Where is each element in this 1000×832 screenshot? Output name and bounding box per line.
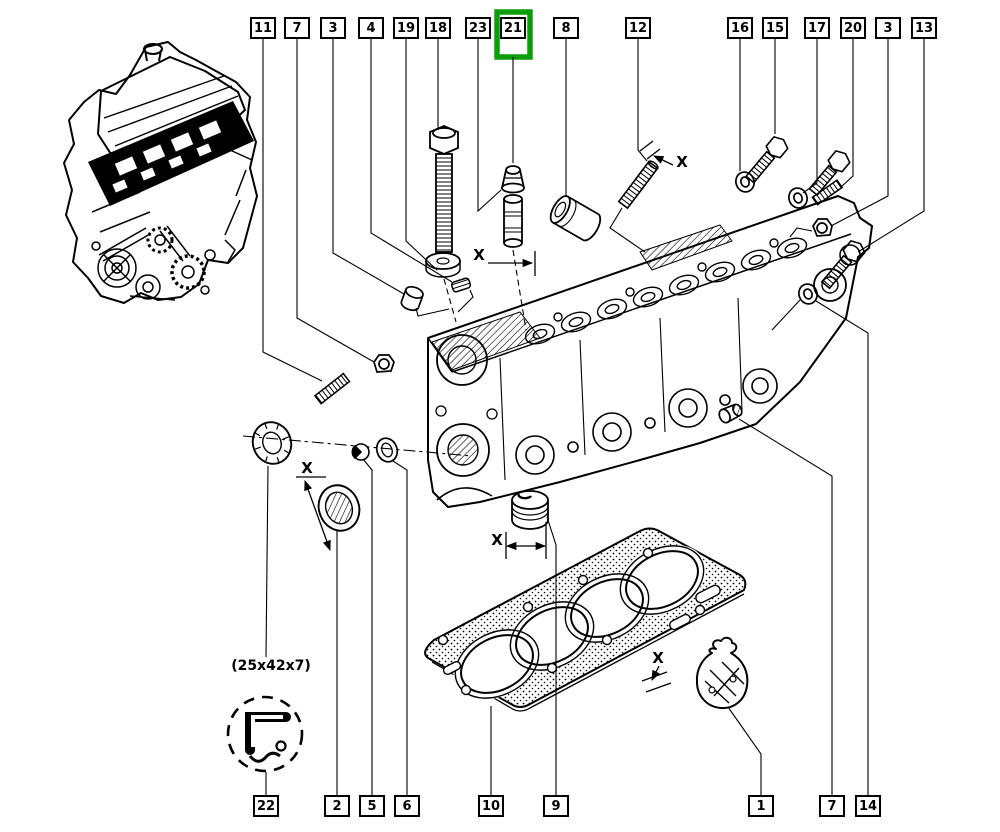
- callout-14[interactable]: 14: [855, 795, 881, 817]
- seal-size-label: (25x42x7): [231, 658, 311, 674]
- dimension-graphics: [296, 140, 674, 693]
- bolt-part-15a: [745, 135, 789, 184]
- oil-seal-ring-part-22: [251, 421, 293, 465]
- callout-10[interactable]: 10: [478, 795, 504, 817]
- dimension-x-label-2: X: [676, 153, 688, 171]
- washer-14-locator-line: [771, 299, 801, 331]
- engine-overview-illustration: [63, 41, 258, 304]
- callout-23[interactable]: 23: [465, 17, 491, 39]
- cup-plug-part-2: [317, 484, 361, 532]
- head-gasket-part-10: [424, 527, 747, 712]
- nut-3-locator-line: [789, 227, 813, 238]
- callout-16[interactable]: 16: [727, 17, 753, 39]
- callout-5[interactable]: 5: [359, 795, 385, 817]
- cap-3-locator-line: [415, 307, 450, 317]
- stud-part-20: [811, 179, 844, 206]
- nut-part-7-left: [373, 354, 395, 373]
- plug-part-7-bottom: [718, 403, 743, 424]
- stud-part-11: [313, 372, 351, 405]
- tappet-part-8: [549, 195, 602, 242]
- callout-6[interactable]: 6: [394, 795, 420, 817]
- callout-8[interactable]: 8: [553, 17, 579, 39]
- core-plug-part-9: [511, 490, 549, 530]
- cap-part-3-left: [400, 285, 424, 312]
- washer-part-14: [798, 283, 818, 305]
- plug-4-locator-line: [457, 289, 474, 313]
- dimension-x-label-3: X: [301, 459, 313, 477]
- callout-18[interactable]: 18: [425, 17, 451, 39]
- callout-17[interactable]: 17: [804, 17, 830, 39]
- cylinder-head-illustration: [427, 195, 873, 508]
- washer-part-16: [735, 171, 755, 193]
- bolt-part-15b: [808, 149, 851, 197]
- bolt-part-13: [820, 239, 866, 290]
- callout-3[interactable]: 3: [875, 17, 901, 39]
- callout-19[interactable]: 19: [393, 17, 419, 39]
- callout-9[interactable]: 9: [543, 795, 569, 817]
- callout-15[interactable]: 15: [762, 17, 788, 39]
- valve-stem-seal-part-23: [501, 165, 525, 194]
- seal-cross-section-part-22: [226, 695, 304, 773]
- nut-part-5: [351, 443, 370, 461]
- dimension-x-label-5: X: [652, 649, 664, 667]
- stud-12-locator-line: [609, 207, 646, 253]
- stud-part-12: [617, 160, 659, 210]
- callout-20[interactable]: 20: [840, 17, 866, 39]
- washer-part-17: [788, 187, 808, 209]
- dimension-x-label-4: X: [491, 531, 503, 549]
- callout-4[interactable]: 4: [358, 17, 384, 39]
- callout-22[interactable]: 22: [253, 795, 279, 817]
- plug-part-4: [450, 277, 472, 293]
- bush-part-6: [375, 437, 399, 463]
- leader-lines: [262, 37, 925, 797]
- callout-7[interactable]: 7: [819, 795, 845, 817]
- callout-13[interactable]: 13: [911, 17, 937, 39]
- dimension-x-label-1: X: [473, 246, 485, 264]
- callout-21-highlighted[interactable]: 21: [500, 17, 526, 39]
- callout-1[interactable]: 1: [748, 795, 774, 817]
- camshaft-axis-line: [242, 435, 473, 457]
- callout-2[interactable]: 2: [324, 795, 350, 817]
- callout-7[interactable]: 7: [284, 17, 310, 39]
- parts-bag-part-1: [695, 636, 749, 710]
- head-bolt-part-18-19: [425, 125, 461, 323]
- callout-3[interactable]: 3: [320, 17, 346, 39]
- callout-11[interactable]: 11: [250, 17, 276, 39]
- callout-12[interactable]: 12: [625, 17, 651, 39]
